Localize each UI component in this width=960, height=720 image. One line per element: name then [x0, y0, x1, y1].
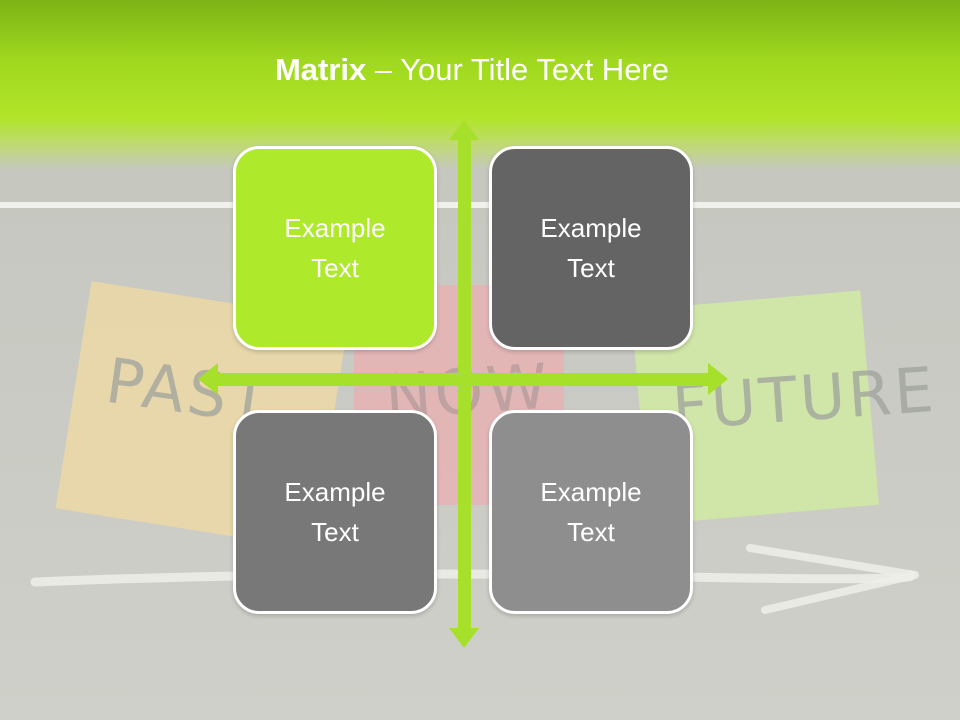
cell-text: Example Text: [540, 213, 642, 283]
arrow-up-icon: [449, 120, 479, 140]
cell-text: Example Text: [284, 477, 386, 547]
matrix-cell-bottom-right[interactable]: Example Text: [489, 410, 693, 614]
horizontal-axis: [214, 373, 712, 386]
header-band: [0, 0, 960, 170]
arrow-right-icon: [708, 363, 728, 395]
arrow-left-icon: [198, 363, 218, 395]
matrix-cell-top-left[interactable]: Example Text: [233, 146, 437, 350]
matrix-cell-top-right[interactable]: Example Text: [489, 146, 693, 350]
axes-group: [198, 120, 728, 648]
title-text: – Your Title Text Here: [366, 52, 670, 87]
title-bold: Matrix: [274, 52, 367, 87]
cell-text: Example Text: [540, 477, 642, 547]
arrow-down-icon: [449, 628, 479, 648]
slide-title: Matrix – Your Title Text Here: [0, 48, 944, 92]
cell-text: Example Text: [284, 213, 386, 283]
divider-line: [0, 202, 960, 208]
matrix-cell-bottom-left[interactable]: Example Text: [233, 410, 437, 614]
